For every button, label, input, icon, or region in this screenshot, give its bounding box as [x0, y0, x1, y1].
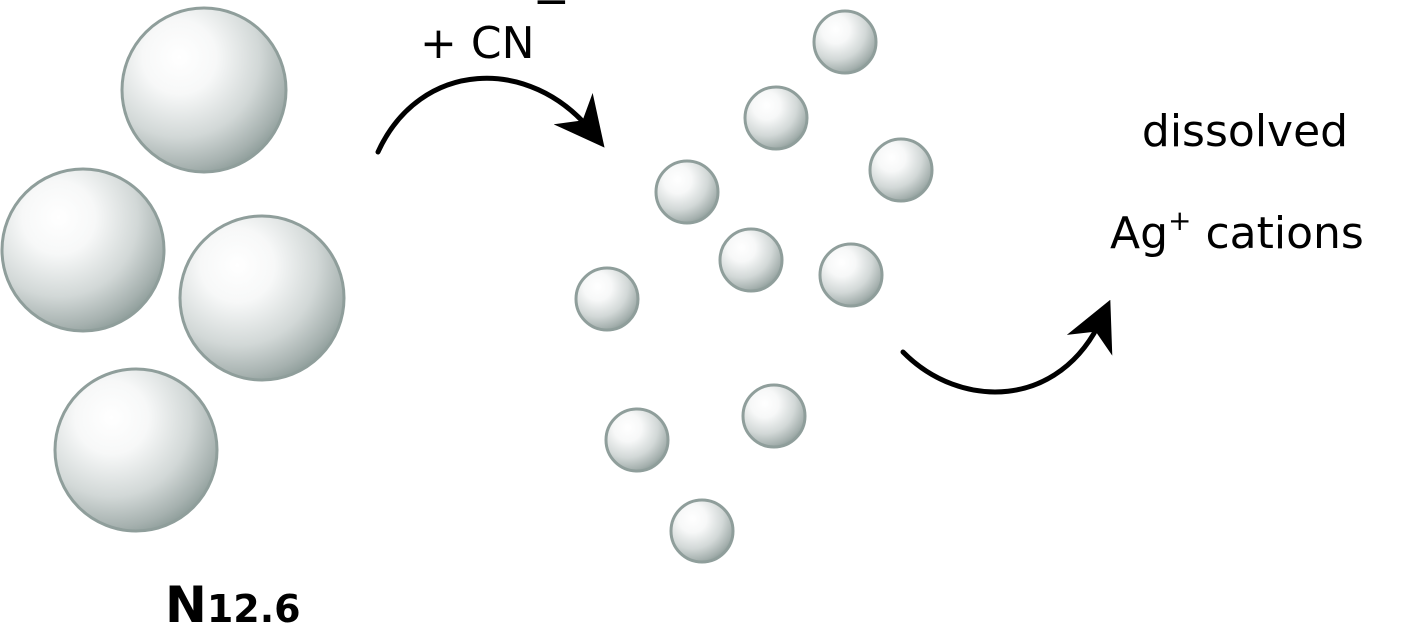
small-particle — [574, 266, 640, 332]
dissolution-arrow — [900, 299, 1113, 395]
small-nanoparticles — [574, 9, 934, 564]
small-particle — [743, 85, 809, 151]
product-rest: cations — [1192, 208, 1364, 259]
small-particle — [818, 242, 884, 308]
ion-charge: + — [1168, 204, 1191, 237]
ion-symbol: Ag — [1110, 208, 1168, 259]
small-particle — [718, 227, 784, 293]
large-particle — [178, 214, 346, 382]
large-particle — [53, 367, 219, 533]
sample-label: N12.6 — [165, 576, 301, 627]
large-particle — [0, 167, 166, 333]
reagent-label: + CN — [420, 18, 535, 69]
small-particle — [868, 137, 934, 203]
reaction-arrow — [375, 75, 605, 155]
small-particle — [654, 159, 720, 225]
small-particle — [669, 498, 735, 564]
product-line2: Ag+ cations — [1110, 204, 1364, 259]
small-particle — [741, 383, 807, 449]
large-nanoparticles — [0, 6, 346, 533]
small-particle — [812, 9, 878, 75]
product-line1: dissolved — [1142, 106, 1348, 157]
large-particle — [120, 6, 288, 174]
reagent-charge: − — [533, 0, 570, 27]
small-particle — [604, 407, 670, 473]
